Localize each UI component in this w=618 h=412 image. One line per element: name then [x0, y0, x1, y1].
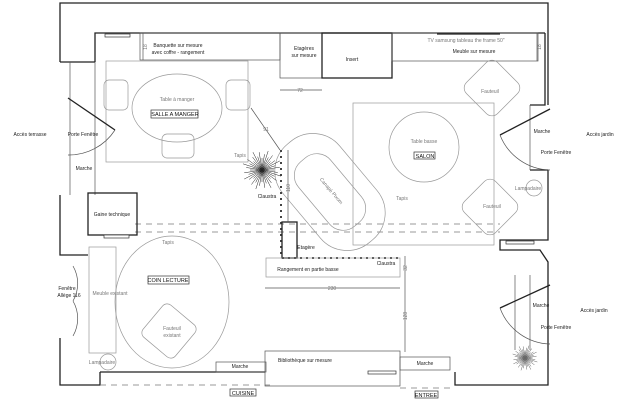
coffee-table-label: Table basse [411, 139, 438, 145]
existing-armchair-label-1: Fauteuil [163, 326, 181, 332]
terrace-step-label: Marche [76, 166, 93, 172]
living-rug [352, 102, 495, 246]
room-label-reading: COIN LECTURE [148, 278, 189, 284]
armchair [461, 178, 519, 236]
dining-chair [103, 79, 129, 111]
terrace-access-label: Accès terrasse [13, 132, 46, 138]
dimension-label: 32 [403, 265, 409, 271]
low-storage-label: Rangement en partie basse [277, 267, 339, 273]
garden-step-top-label: Marche [534, 129, 551, 135]
claustra-storage: Claustra Claustra Etagère Rangement en p… [258, 150, 402, 278]
room-label-kitchen: CUISINE [232, 391, 255, 397]
dimension-label: 110 [286, 184, 292, 192]
armchair-label: Fauteuil [483, 204, 501, 210]
dimension-label: 128 [403, 312, 409, 321]
bench: 18 Banquette sur mesure avec coffre - ra… [104, 32, 281, 61]
tv-label: TV samsung tableau the frame 50" [427, 38, 504, 44]
dimensions: 72 91 110 32 230 128 [250, 88, 409, 352]
kitchen-step-label: Marche [232, 364, 249, 370]
dimension-label: 72 [297, 88, 303, 94]
bookcase-label: Bibliothèque sur mesure [278, 358, 332, 364]
armchair-label: Fauteuil [481, 89, 499, 95]
window-label-1: Fenêtre [58, 286, 75, 292]
bench-label-1: Banquette sur mesure [153, 43, 202, 49]
shelves-label-1: Etagères [294, 46, 315, 52]
coffee-table [388, 111, 460, 183]
bench-label-2: avec coffre - rangement [152, 50, 205, 56]
shelf-label: Etagère [297, 245, 315, 251]
claustra-label: Claustra [258, 194, 277, 200]
garden-door-leaf [499, 284, 551, 309]
dimension-label: 91 [263, 127, 269, 133]
garden-access-bottom-label: Accès jardin [580, 308, 607, 314]
garden-access-top-label: Accès jardin [586, 132, 613, 138]
shelf [281, 221, 298, 259]
bookcase: Bibliothèque sur mesure [264, 350, 401, 387]
tv-cabinet: TV samsung tableau the frame 50" Meuble … [391, 32, 543, 62]
dimension-label: 230 [328, 286, 337, 292]
living-rug-label: Tapis [396, 196, 408, 202]
insert-label: Insert [346, 57, 359, 63]
walls [59, 2, 549, 386]
floor-lamp [99, 353, 117, 371]
garden-step-bottom-label: Marche [533, 303, 550, 309]
dining-table [131, 73, 223, 143]
dining-rug-label: Tapis [234, 153, 246, 159]
insert: Insert [321, 32, 393, 79]
garden-door-leaf [499, 108, 551, 136]
plant-icon [242, 150, 538, 371]
technical-duct-label: Gaine technique [94, 212, 131, 218]
existing-cabinet [88, 246, 117, 354]
room-label-dining: SALLE A MANGER [151, 112, 198, 118]
dining-table-label: Table à manger [160, 97, 195, 103]
tv-cabinet-depth-dimension: 18 [537, 44, 543, 50]
dining-area: Tapis Table à manger SALLE A MANGER [103, 60, 251, 163]
existing-armchair [141, 303, 197, 359]
reading-rug [114, 235, 230, 369]
shelves-label-2: sur mesure [291, 53, 316, 59]
reading-corner: Tapis COIN LECTURE Meuble existant Fenêt… [57, 235, 230, 371]
sofa-label: Canapé Pixom [318, 177, 344, 206]
terrace-door-label: Porte Fenêtre [68, 132, 99, 138]
floor-lamp-label: Lampadaire [89, 360, 116, 366]
dining-rug [105, 60, 249, 163]
floor-lamp-label: Lampadaire [515, 186, 542, 192]
room-label-living: SALON [416, 154, 435, 160]
garden-door-top-label: Porte Fenêtre [541, 150, 572, 156]
reading-rug-label: Tapis [162, 240, 174, 246]
existing-armchair-label-2: existant [163, 333, 181, 339]
existing-cabinet-label: Meuble existant [92, 291, 128, 297]
claustra-label: Claustra [377, 261, 396, 267]
window-label-2: Allège 116 [57, 293, 80, 299]
room-label-entrance: ENTREE [415, 393, 438, 399]
terrace-door-leaf [67, 97, 116, 131]
dining-chair [161, 133, 195, 159]
floor-lamp [525, 179, 543, 197]
bench-depth-dimension: 18 [143, 44, 149, 50]
sofa [274, 133, 386, 251]
armchair [463, 59, 521, 117]
technical-duct: Gaine technique [87, 192, 138, 239]
entrance-step-label: Marche [417, 361, 434, 367]
shelves: Etagères sur mesure [279, 32, 323, 79]
dining-chair [225, 79, 251, 111]
garden-door-bottom-label: Porte Fenêtre [541, 325, 572, 331]
tv-cabinet-label: Meuble sur mesure [453, 49, 496, 55]
